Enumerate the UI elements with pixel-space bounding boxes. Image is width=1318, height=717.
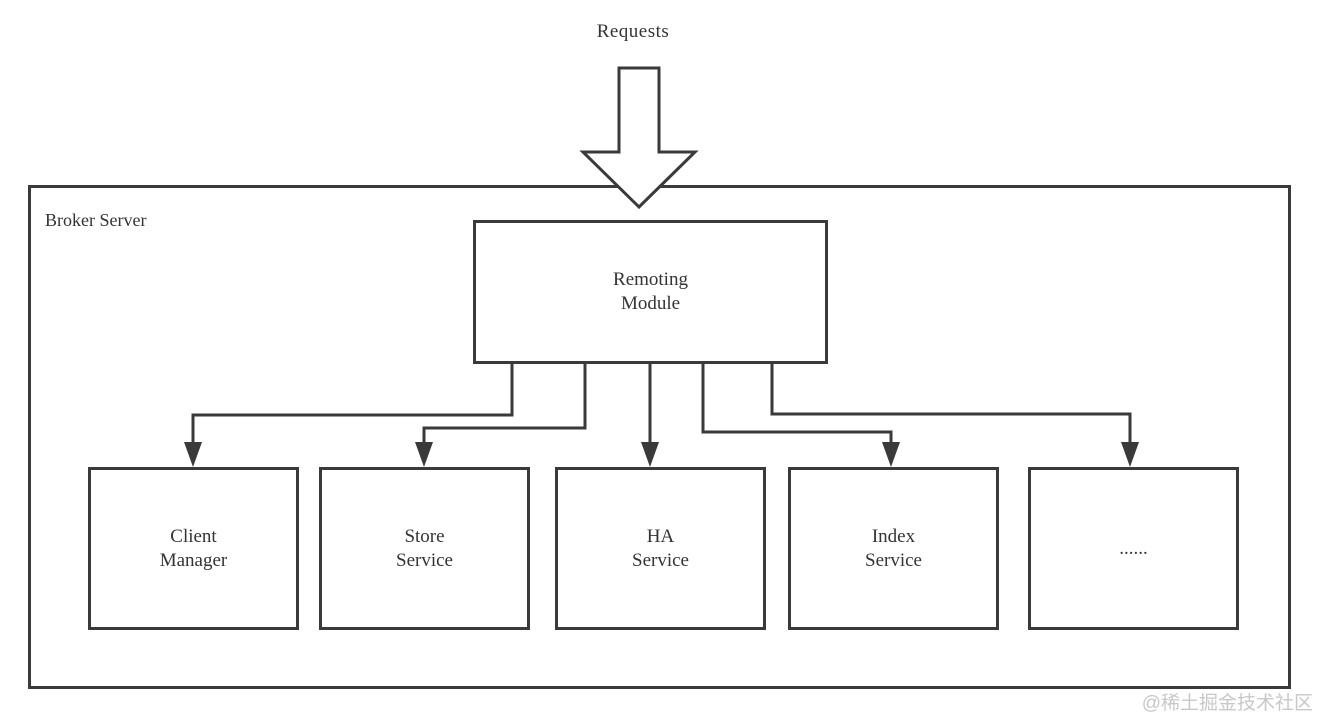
node-more-services: ...... xyxy=(1028,467,1239,630)
watermark: @稀土掘金技术社区 xyxy=(1141,693,1313,714)
remoting-module-box: Remoting Module xyxy=(473,220,828,364)
ha-service-label: HA Service xyxy=(632,525,689,571)
client-manager-label: Client Manager xyxy=(159,525,228,571)
requests-label: Requests xyxy=(596,21,670,42)
store-service-label: Store Service xyxy=(396,525,453,571)
remoting-module-label: Remoting Module xyxy=(613,269,688,314)
node-ha-service: HA Service xyxy=(555,467,766,630)
node-store-service: Store Service xyxy=(319,467,530,630)
node-index-service: Index Service xyxy=(788,467,999,630)
node-client-manager: Client Manager xyxy=(88,467,299,630)
more-services-label: ...... xyxy=(1119,537,1148,559)
index-service-label: Index Service xyxy=(865,525,922,571)
broker-server-title: Broker Server xyxy=(45,210,147,230)
